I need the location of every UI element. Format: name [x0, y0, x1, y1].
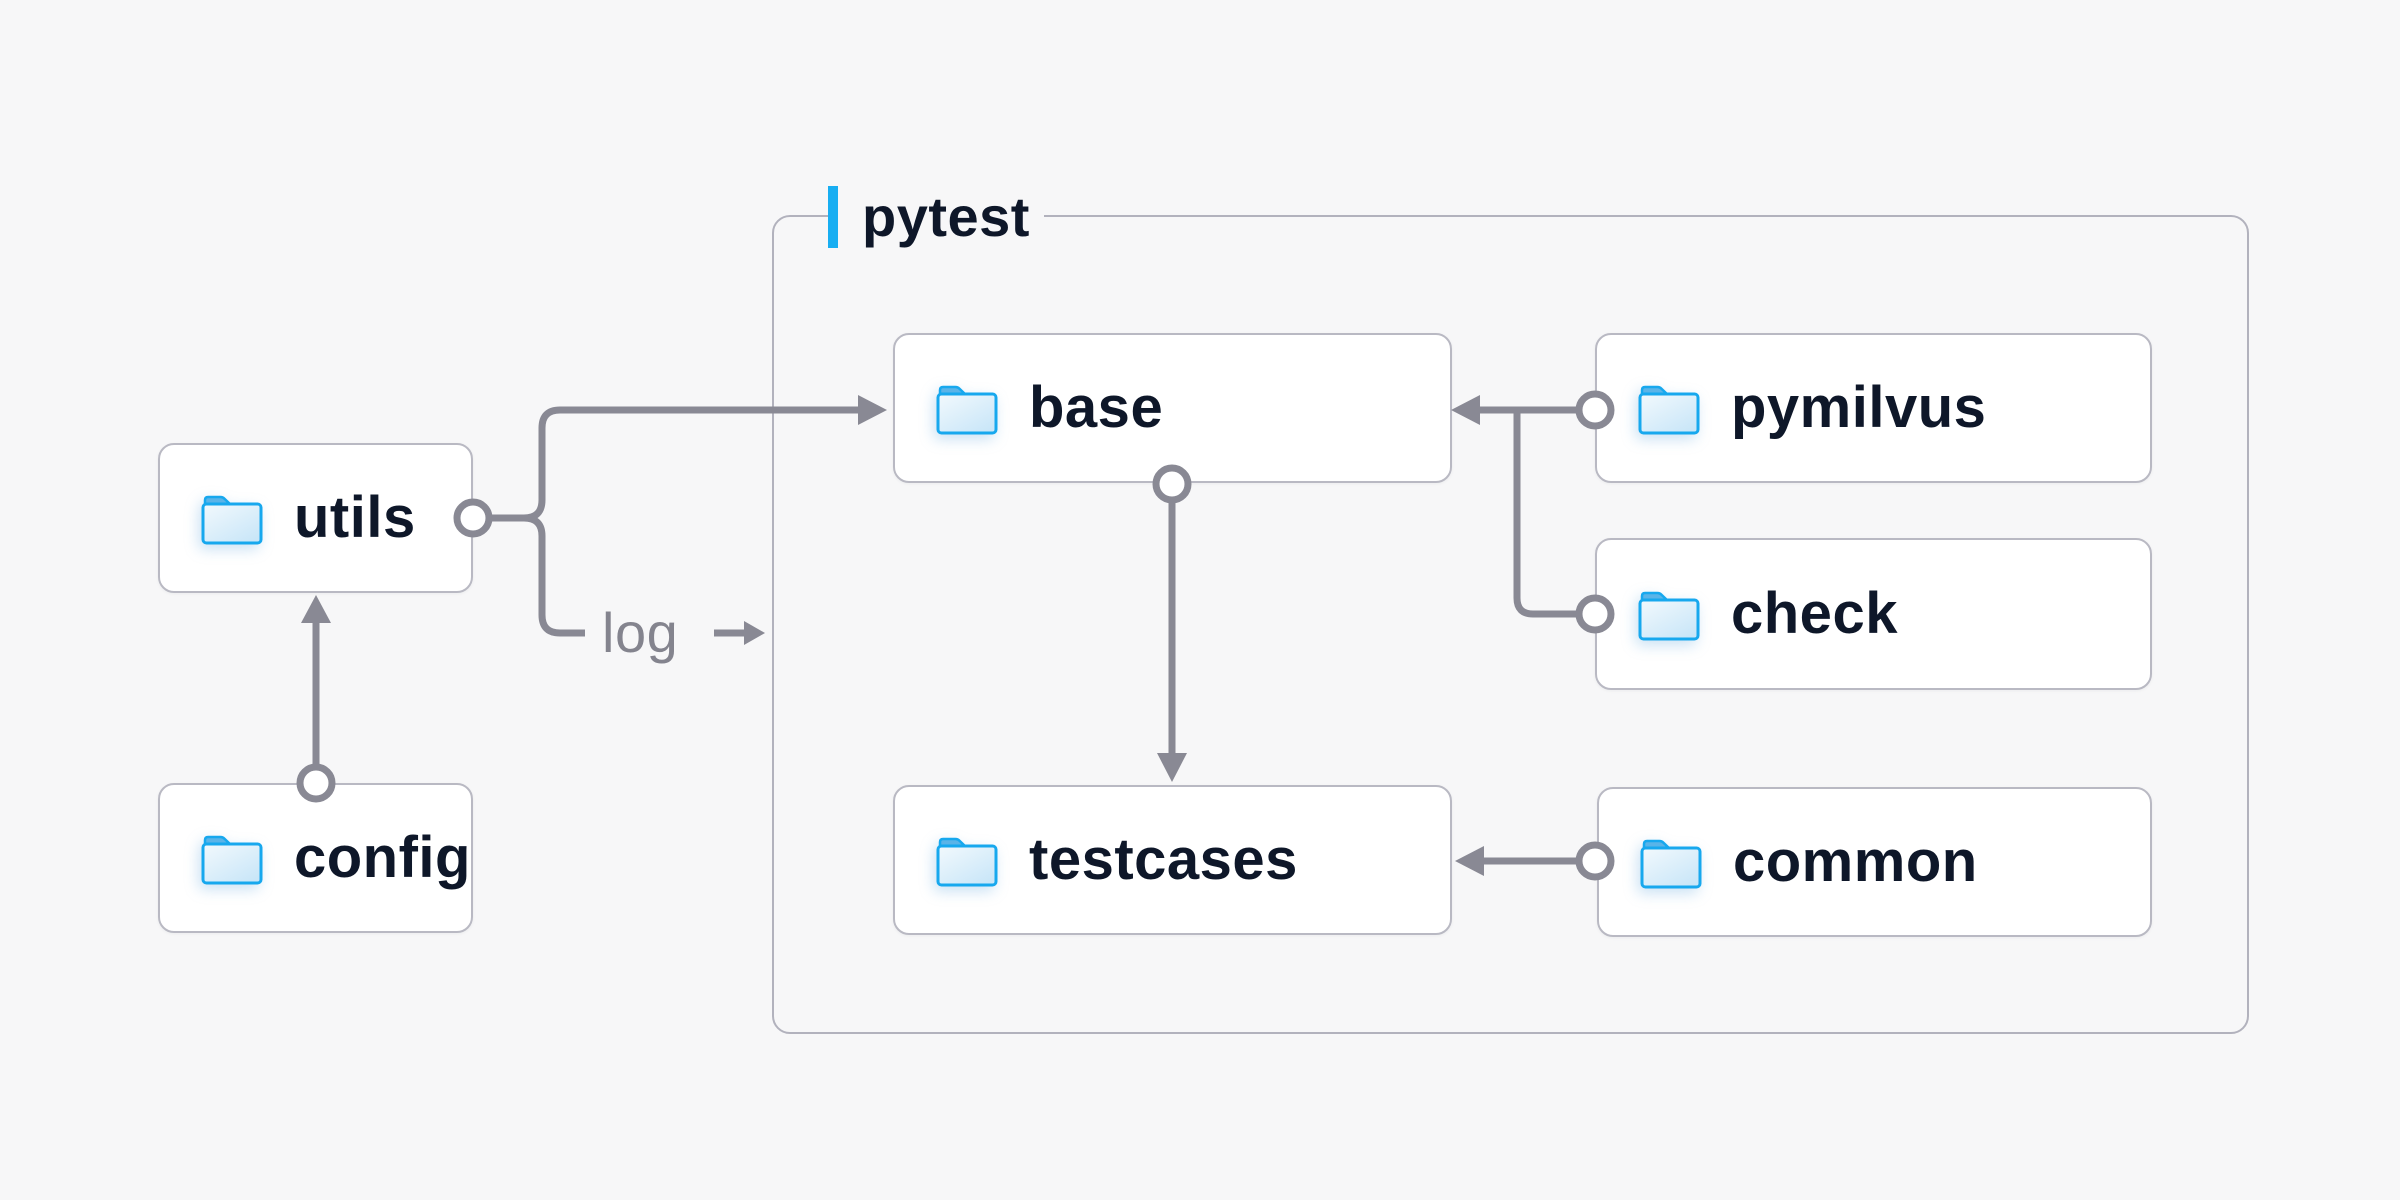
folder-icon — [200, 490, 264, 546]
edge-config-utils — [296, 595, 336, 803]
node-utils: utils — [158, 443, 473, 593]
arrowhead — [744, 621, 765, 645]
node-label-common: common — [1733, 829, 1978, 894]
node-base: base — [893, 333, 1452, 483]
pytest-group — [772, 215, 2249, 1034]
node-label-config: config — [294, 825, 471, 890]
node-check: check — [1595, 538, 2152, 690]
node-common: common — [1597, 787, 2152, 937]
node-label-base: base — [1029, 375, 1164, 440]
accent-bar-icon — [828, 186, 838, 248]
node-label-check: check — [1731, 581, 1898, 646]
arrowhead — [301, 595, 331, 623]
node-label-pymilvus: pymilvus — [1731, 375, 1987, 440]
folder-icon — [935, 380, 999, 436]
pytest-group-label: pytest — [828, 186, 1044, 248]
node-pymilvus: pymilvus — [1595, 333, 2152, 483]
folder-icon — [1637, 380, 1701, 436]
folder-icon — [200, 830, 264, 886]
folder-icon — [1639, 834, 1703, 890]
node-testcases: testcases — [893, 785, 1452, 935]
node-label-testcases: testcases — [1029, 827, 1298, 892]
group-title: pytest — [862, 185, 1030, 248]
folder-icon — [1637, 586, 1701, 642]
folder-icon — [935, 832, 999, 888]
log-edge-label: log — [602, 601, 679, 664]
node-config: config — [158, 783, 473, 933]
node-label-utils: utils — [294, 485, 416, 550]
